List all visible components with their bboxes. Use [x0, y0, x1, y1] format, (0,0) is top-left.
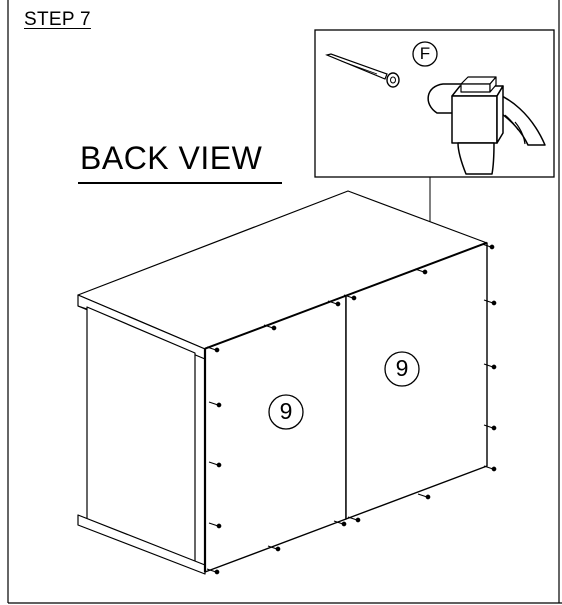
nail-icon	[325, 53, 400, 88]
step-title: STEP 7	[24, 9, 91, 30]
fastener-label-circle	[412, 41, 438, 67]
back-panel-right	[345, 242, 488, 520]
view-title-underline	[78, 182, 282, 184]
view-title: BACK VIEW	[80, 140, 263, 176]
part-label-right: 9	[395, 355, 409, 381]
bottom-panel-edge	[77, 514, 206, 575]
fastener-label: F	[419, 44, 431, 63]
part-label-circle-right	[384, 351, 420, 387]
part-label-left: 9	[279, 398, 293, 424]
cabinet-illustration	[77, 190, 488, 575]
nails	[206, 243, 497, 575]
part-label-circle-left	[268, 394, 304, 430]
hammer-icon	[427, 76, 546, 175]
page-border	[7, 0, 562, 604]
